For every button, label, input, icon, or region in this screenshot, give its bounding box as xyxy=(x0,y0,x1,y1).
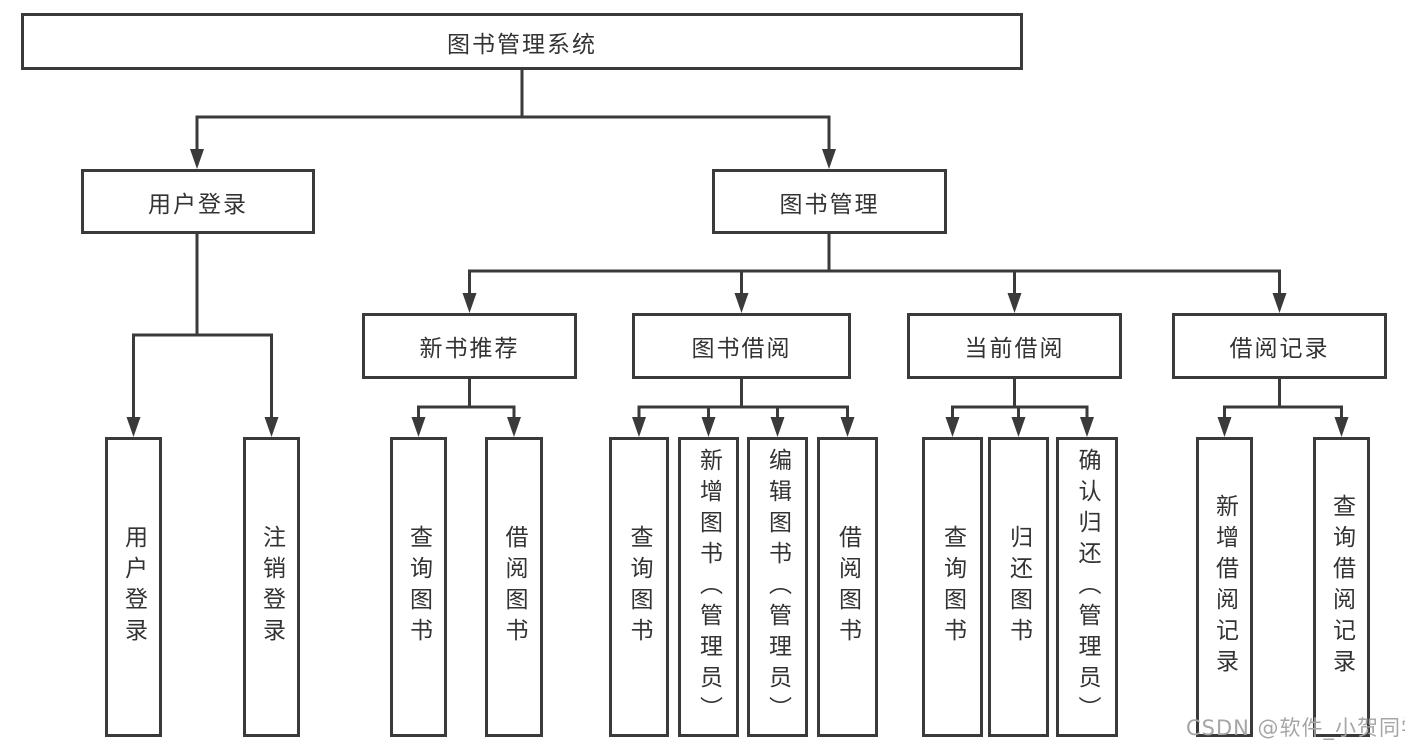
node-root: 图书管理系统 xyxy=(21,13,1023,70)
leaf-add-borrow-record: 新增借阅记录 xyxy=(1196,437,1253,737)
connector-branch xyxy=(637,405,849,419)
arrowhead xyxy=(507,417,521,437)
section-borrow-records: 借阅记录 xyxy=(1172,313,1387,379)
leaf-query-books-borrow: 查询图书 xyxy=(609,437,669,737)
arrowhead xyxy=(1334,417,1349,437)
branch-user-login: 用户登录 xyxy=(81,169,315,234)
connector-bookmgmt-branch xyxy=(468,269,1281,295)
arrowhead xyxy=(1272,293,1287,313)
arrowhead xyxy=(1217,417,1232,437)
leaf-borrow-books: 借阅图书 xyxy=(817,437,878,737)
csdn-watermark: CSDN @软件_小贺同学 xyxy=(1186,716,1405,740)
section-book-borrow: 图书借阅 xyxy=(632,313,851,379)
leaf-return-book: 归还图书 xyxy=(988,437,1049,737)
connector-branch xyxy=(1223,405,1343,419)
leaf-query-borrow-record: 查询借阅记录 xyxy=(1313,437,1370,737)
arrowhead xyxy=(822,149,836,169)
arrowhead xyxy=(701,417,716,437)
arrowhead xyxy=(264,417,279,437)
arrowhead xyxy=(840,417,855,437)
branch-book-management: 图书管理 xyxy=(712,169,947,234)
arrowhead xyxy=(734,293,749,313)
arrowhead xyxy=(126,417,141,437)
leaf-logout: 注销登录 xyxy=(243,437,300,737)
leaf-user-login: 用户登录 xyxy=(105,437,162,737)
arrowhead xyxy=(190,149,204,169)
leaf-confirm-return-admin: 确认归还（管理员） xyxy=(1056,437,1118,737)
arrowhead xyxy=(945,417,960,437)
leaf-add-book-admin: 新增图书（管理员） xyxy=(678,437,739,737)
arrowhead xyxy=(1007,293,1022,313)
connector-branch xyxy=(417,405,516,419)
arrowhead xyxy=(462,293,477,313)
arrowhead xyxy=(1011,417,1026,437)
leaf-query-books-recommend: 查询图书 xyxy=(390,437,447,737)
section-current-borrow: 当前借阅 xyxy=(907,313,1122,379)
connector-userlogin-branch xyxy=(132,333,273,419)
arrowhead xyxy=(411,417,426,437)
arrowhead xyxy=(770,417,785,437)
arrowhead xyxy=(1080,417,1094,437)
leaf-query-books-current: 查询图书 xyxy=(922,437,983,737)
connector-root-branch xyxy=(195,115,831,151)
arrowhead xyxy=(632,417,646,437)
leaf-edit-book-admin: 编辑图书（管理员） xyxy=(747,437,808,737)
section-new-book-recommend: 新书推荐 xyxy=(362,313,577,379)
leaf-borrow-books-recommend: 借阅图书 xyxy=(485,437,543,737)
